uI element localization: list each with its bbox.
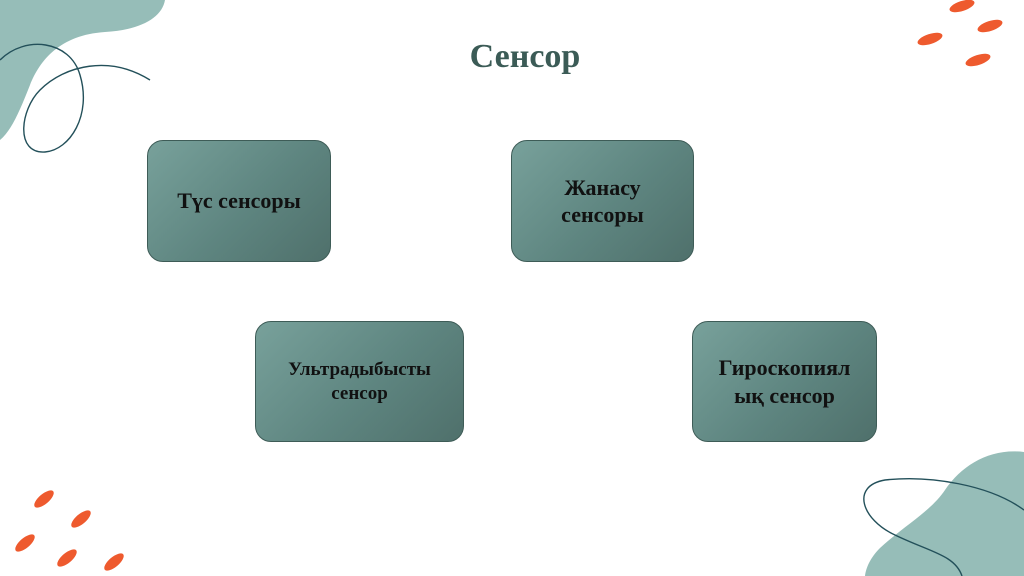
card-gyroscopic-sensor: Гироскопиял ық сенсор [692, 321, 877, 442]
card-color-sensor: Түс сенсоры [147, 140, 331, 262]
card-label: Түс сенсоры [177, 188, 301, 214]
bottom-left-dashes [15, 490, 124, 571]
card-touch-sensor: Жанасу сенсоры [511, 140, 694, 262]
card-label: Гироскопиял ық сенсор [718, 355, 851, 408]
bottom-right-curve-line [863, 478, 1024, 576]
card-label: Ультрадыбысты сенсор [288, 358, 431, 404]
card-ultrasonic-sensor: Ультрадыбысты сенсор [255, 321, 464, 442]
card-label: Жанасу сенсоры [561, 174, 644, 228]
bottom-right-blob [865, 451, 1024, 576]
slide-title: Сенсор [469, 38, 581, 75]
